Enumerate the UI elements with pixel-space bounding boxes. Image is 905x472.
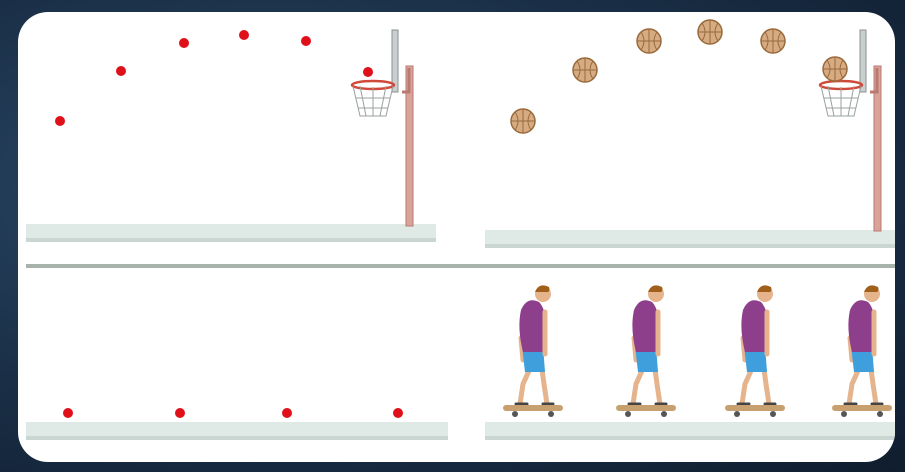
ball-dot [179,38,189,48]
panel-ball-images [485,20,895,248]
panel-skater-dots [26,408,448,440]
ground-shadow-top-left [26,238,436,242]
ground-top-right [485,230,895,246]
basketball-3 [637,29,661,53]
basketball-1 [511,109,535,133]
ball-dot [239,30,249,40]
ground-bottom-right [485,422,895,438]
motion-diagram [18,12,895,462]
skateboarder-4 [832,285,892,417]
ball-dot [116,66,126,76]
skateboarder-1 [503,285,563,417]
panel-ball-dots [26,30,436,242]
ground-shadow-bottom-left [26,436,448,440]
net [353,86,393,116]
ground-bottom-left [26,422,448,438]
basketball-2 [573,58,597,82]
basketball-4 [698,20,722,44]
ball-dot [363,67,373,77]
basketball-6 [823,57,847,81]
ground-top-left [26,224,436,240]
panel-skater-images [485,285,895,440]
ground-shadow-top-right [485,244,895,248]
skater-dot [63,408,73,418]
basketball-5 [761,29,785,53]
ball-dot [301,36,311,46]
ball-dot [55,116,65,126]
ground-shadow-bottom-right [485,436,895,440]
skater-dot [393,408,403,418]
net [821,86,861,116]
hoop-top-left [352,30,413,226]
skater-dot [175,408,185,418]
row-divider [26,264,895,268]
skateboarder-3 [725,285,785,417]
skater-dot [282,408,292,418]
diagram-card [18,12,895,462]
skateboarder-2 [616,285,676,417]
